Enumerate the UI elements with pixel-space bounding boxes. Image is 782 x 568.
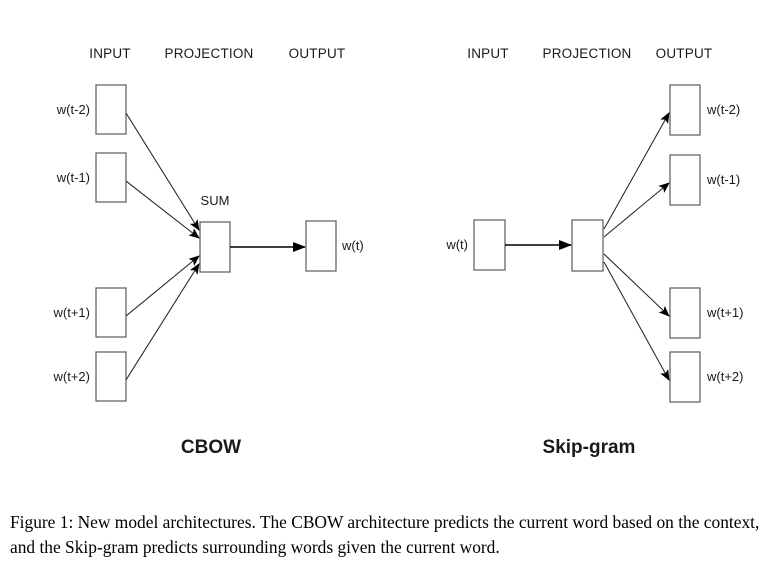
cbow-input-box-1[interactable] xyxy=(95,152,127,203)
cbow-header-projection: PROJECTION xyxy=(164,46,253,61)
cbow-header-output: OUTPUT xyxy=(289,46,346,61)
architecture-diagram: INPUT PROJECTION OUTPUT w(t-2) w(t-1) w(… xyxy=(53,46,744,458)
skipgram-output-label-0: w(t-2) xyxy=(706,102,740,117)
cbow-edge-in0-to-sum xyxy=(125,112,200,231)
cbow-header-input: INPUT xyxy=(89,46,131,61)
skipgram-edge-projection-to-out1 xyxy=(603,182,670,238)
skipgram-output-label-3: w(t+2) xyxy=(706,369,743,384)
skipgram-projection-box[interactable] xyxy=(571,219,604,272)
cbow-input-label-3: w(t+2) xyxy=(53,369,90,384)
skipgram-input-box[interactable] xyxy=(473,219,506,271)
cbow-sum-label: SUM xyxy=(201,193,230,208)
cbow-edge-in2-to-sum xyxy=(125,255,200,317)
skipgram-edge-projection-to-out2 xyxy=(603,253,670,317)
cbow-input-node-0[interactable]: w(t-2) xyxy=(56,84,127,135)
cbow-input-label-0: w(t-2) xyxy=(56,102,90,117)
skipgram-output-label-1: w(t-1) xyxy=(706,172,740,187)
skipgram-output-box-0[interactable] xyxy=(669,84,701,136)
skipgram-output-label-2: w(t+1) xyxy=(706,305,743,320)
skipgram-output-node-0[interactable]: w(t-2) xyxy=(669,84,740,136)
cbow-input-label-2: w(t+1) xyxy=(53,305,90,320)
figure-caption: Figure 1: New model architectures. The C… xyxy=(10,512,760,557)
cbow-title: CBOW xyxy=(181,437,241,458)
skipgram-output-box-1[interactable] xyxy=(669,154,701,206)
skipgram-input-label: w(t) xyxy=(445,237,468,252)
cbow-input-node-2[interactable]: w(t+1) xyxy=(53,287,127,338)
skipgram-edge-projection-to-out3 xyxy=(603,261,670,381)
cbow-output-box[interactable] xyxy=(305,220,337,272)
cbow-output-label: w(t) xyxy=(341,238,364,253)
skipgram-header-input: INPUT xyxy=(467,46,509,61)
cbow-input-box-3[interactable] xyxy=(95,351,127,402)
skipgram-header-output: OUTPUT xyxy=(656,46,713,61)
skipgram-title: Skip-gram xyxy=(543,437,636,458)
skipgram-output-node-3[interactable]: w(t+2) xyxy=(669,351,743,403)
skipgram-output-box-2[interactable] xyxy=(669,287,701,339)
cbow-input-box-2[interactable] xyxy=(95,287,127,338)
cbow-edge-in1-to-sum xyxy=(125,180,200,239)
skipgram-edge-projection-to-out0 xyxy=(603,112,670,230)
cbow-edge-in3-to-sum xyxy=(125,263,200,381)
cbow-input-box-0[interactable] xyxy=(95,84,127,135)
skipgram-output-node-2[interactable]: w(t+1) xyxy=(669,287,743,339)
skipgram-output-node-1[interactable]: w(t-1) xyxy=(669,154,740,206)
cbow-projection-box[interactable] xyxy=(199,221,231,273)
skipgram-header-projection: PROJECTION xyxy=(542,46,631,61)
cbow-input-label-1: w(t-1) xyxy=(56,170,90,185)
skipgram-output-box-3[interactable] xyxy=(669,351,701,403)
cbow-input-node-3[interactable]: w(t+2) xyxy=(53,351,127,402)
cbow-input-node-1[interactable]: w(t-1) xyxy=(56,152,127,203)
